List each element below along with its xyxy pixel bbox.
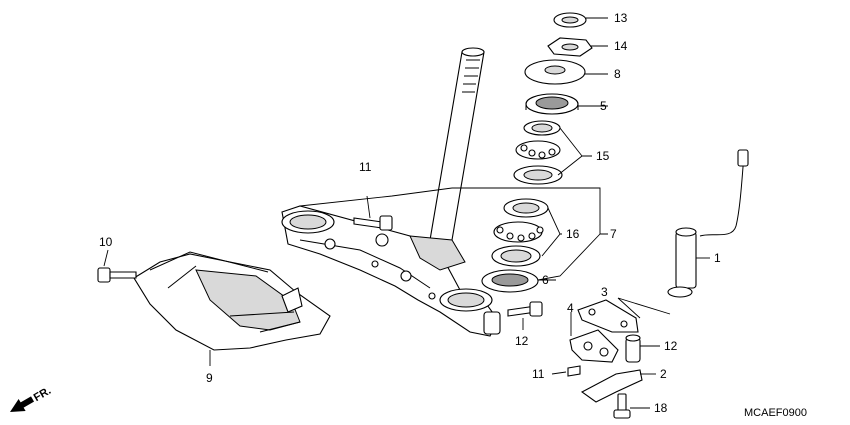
callout-6: 6 xyxy=(542,273,549,287)
bolt-18[interactable] xyxy=(613,393,631,419)
callout-15: 14 xyxy=(614,39,628,53)
callout-7: 7 xyxy=(610,227,617,241)
leader-lines xyxy=(103,17,710,409)
bolt-lower[interactable] xyxy=(507,301,543,317)
lock-washer-15[interactable] xyxy=(547,37,593,57)
collar-13[interactable] xyxy=(625,334,641,363)
callout-11-upper: 11 xyxy=(359,160,372,174)
bolt-10[interactable] xyxy=(97,267,137,283)
bracket-2[interactable] xyxy=(580,369,643,403)
diagram-code: MCAEF0900 xyxy=(744,407,807,419)
callout-labels: 13 14 8 5 15 16 7 6 11 12 10 9 1 3 4 12 … xyxy=(99,11,721,415)
fork-cover-9[interactable] xyxy=(133,251,331,351)
adjusting-nut-8[interactable] xyxy=(524,59,586,85)
clamp-4[interactable] xyxy=(569,329,619,363)
callout-2: 2 xyxy=(660,367,667,381)
locknut-14[interactable] xyxy=(553,12,587,28)
callout-9: 9 xyxy=(206,371,213,385)
callout-18: 18 xyxy=(654,401,668,415)
bolt-upper[interactable] xyxy=(353,215,393,231)
callout-3: 3 xyxy=(601,285,608,299)
callout-10: 10 xyxy=(99,235,113,249)
bolt-12[interactable] xyxy=(567,365,581,377)
callout-13: 12 xyxy=(664,339,678,353)
callout-14: 13 xyxy=(614,11,628,25)
upper-bearing-16[interactable] xyxy=(513,120,563,185)
sensor-1[interactable] xyxy=(667,149,749,298)
dust-seal-6[interactable] xyxy=(481,269,539,293)
callout-4: 4 xyxy=(567,301,574,315)
callout-1: 1 xyxy=(714,251,721,265)
callout-17: 16 xyxy=(566,227,580,241)
callout-5: 5 xyxy=(600,99,607,113)
dust-seal-5[interactable] xyxy=(525,93,579,115)
callout-12: 11 xyxy=(532,367,545,381)
callout-8: 8 xyxy=(614,67,621,81)
callout-11-lower: 12 xyxy=(515,334,529,348)
steering-stem[interactable] xyxy=(281,47,501,337)
bracket-3[interactable] xyxy=(577,299,639,333)
front-direction-arrow: FR. xyxy=(10,385,53,412)
lower-bearing-17[interactable] xyxy=(491,198,549,267)
callout-16: 15 xyxy=(596,149,610,163)
front-label: FR. xyxy=(32,385,53,404)
